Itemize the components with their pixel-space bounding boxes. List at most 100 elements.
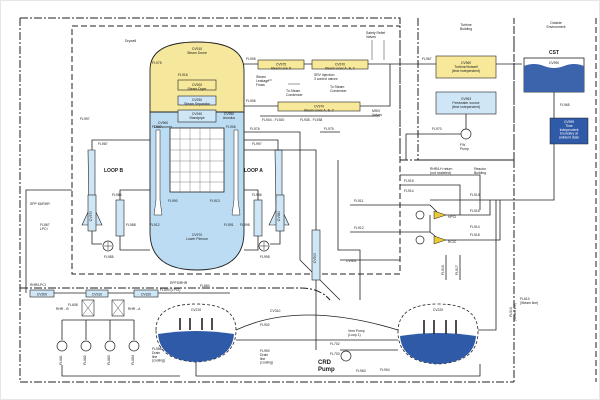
- vessel-flow-4: FL906: [226, 125, 236, 129]
- rhr-cv-left: CV300: [37, 293, 47, 297]
- hpci-turbine-icon: [433, 210, 447, 220]
- right-flow-label: FL610(Steam line): [520, 297, 538, 305]
- rhr-b-label: RHR - B: [56, 307, 69, 311]
- rb-flow-7: FL911: [354, 199, 363, 203]
- supp-flow-d: FL904: [380, 368, 390, 372]
- vessel-flow-7: FL912: [150, 223, 160, 227]
- rb-vflow-2: FL917: [455, 265, 459, 275]
- supp-flow-c: FL902: [260, 323, 270, 327]
- rhr-pump-2-label: FL682: [83, 355, 87, 365]
- suppression-right-label: CV220: [433, 308, 443, 312]
- loop-b-flow2-label: FL986: [112, 193, 122, 197]
- boundary-lines: [19, 17, 597, 383]
- rhr-pump-4-label: FL684: [131, 355, 135, 365]
- rhr-header-flow: FL800 (LPCI): [160, 288, 180, 292]
- loop-a-pipe-label: CV980: [277, 211, 281, 221]
- rhr-pumps: [56, 340, 140, 352]
- rhr-lpci-flow: RHR/LPCI: [30, 283, 46, 287]
- steam-fl-d: FL904 - FL920: [262, 118, 284, 122]
- rb-flow-3: FL913: [470, 193, 480, 197]
- rb-flow-5: FL914: [470, 225, 480, 229]
- loop-a-label: LOOP A: [244, 168, 263, 174]
- steam-fl-main: FL905: [246, 57, 256, 61]
- loop-b-pump-label: FL985: [104, 255, 114, 259]
- rb-flow-4: FL916: [470, 209, 480, 213]
- supp-flow-b: FL703: [330, 352, 340, 356]
- rb-flow-2: FL914: [404, 189, 414, 193]
- left-flow-1: SPP 45/RHR: [30, 202, 50, 206]
- vessel-flow-3: FL902: [152, 125, 162, 129]
- rhr-pump-1-icon: [56, 340, 68, 352]
- rhr-system: [25, 189, 230, 377]
- loop-a-pump-icon-cross: [260, 242, 268, 250]
- rb-flow-8: FL912: [354, 226, 364, 230]
- cst-tank: [430, 57, 585, 201]
- vessel-flow-6: FL913: [210, 199, 220, 203]
- reactor-vessel: [149, 41, 245, 271]
- loop-a-flow3-label: FL998: [240, 223, 250, 227]
- loop-b-flow3-label: FL988: [126, 223, 136, 227]
- steam-fl-abc: FL935 - FL938: [300, 118, 322, 122]
- upper-flow-label: FL997: [80, 117, 90, 121]
- steam-fl-line: FL976: [250, 127, 260, 131]
- cs-flow-label: FL850: [200, 284, 210, 288]
- cst-title: CST: [549, 50, 559, 56]
- vessel-flow-5: FL990: [168, 199, 178, 203]
- supp-flow-a: FL702: [330, 342, 340, 346]
- loop-b-pipe-label: CV970: [89, 211, 93, 221]
- hpci-label: HPCI: [448, 215, 456, 219]
- fw-flow-label: FL970: [432, 127, 442, 131]
- turbine-flow-label: FL967: [422, 57, 432, 61]
- rcic-label: RCIC: [448, 240, 457, 244]
- rb-flow-1: FL915: [404, 179, 414, 183]
- loop-a-flow-label: FL997: [252, 142, 262, 146]
- vessel-flow-8: FL991: [224, 223, 234, 227]
- crd-pump-icon: [340, 350, 352, 362]
- rhr-pump-3-icon: [104, 340, 116, 352]
- steam-fl-line2: FL975: [324, 127, 334, 131]
- rhr-pump-1-label: FL681: [59, 355, 63, 365]
- rhr-cv-mid: CV310: [92, 293, 102, 297]
- environment-box: [549, 117, 589, 145]
- rb-flow-6: FL918: [470, 233, 480, 237]
- loop-b-label: LOOP B: [104, 168, 123, 174]
- suppression-pool: [155, 303, 481, 377]
- steam-fl-c: FL906: [246, 99, 256, 103]
- vessel-flow-labels: FL975 FL916 FL902 FL906 FL990 FL913 FL91…: [150, 61, 236, 227]
- rhr-pump-4-icon: [128, 340, 140, 352]
- rhr-pump-2-icon: [80, 340, 92, 352]
- cst-cv-label: CV990: [549, 61, 559, 65]
- rhr-rw-flow: FL608: [68, 303, 78, 307]
- vessel-flow-2: FL916: [178, 73, 188, 77]
- rwcu-cv-label: CV301: [346, 259, 356, 263]
- rcic-pump-icon: [415, 235, 425, 245]
- crd-system: [244, 149, 321, 350]
- rhr-a-label: RHR - A: [128, 307, 141, 311]
- loop-b-pump-icon-cross: [104, 242, 112, 250]
